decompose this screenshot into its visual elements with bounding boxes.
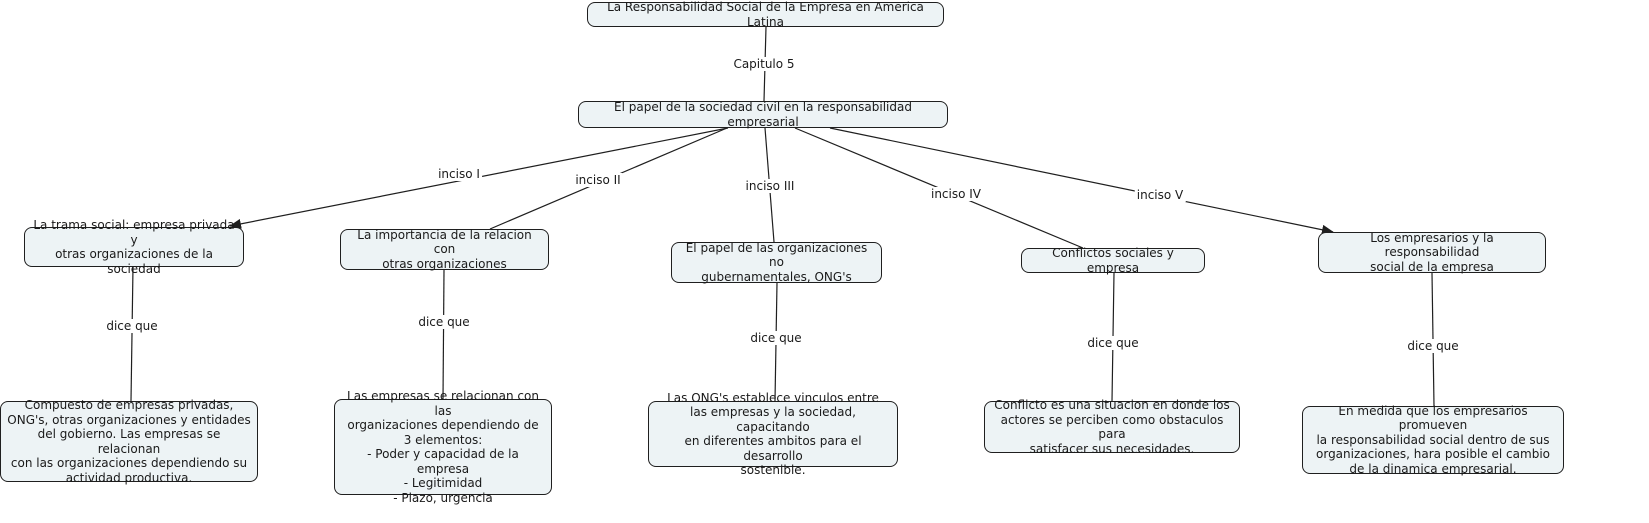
section-node-4[interactable]: Conflictos sociales y empresa xyxy=(1021,246,1205,275)
chapter-node[interactable]: El papel de la sociedad civil en la resp… xyxy=(578,100,948,129)
link-label-inciso-2: inciso II xyxy=(573,173,623,187)
detail-node-1[interactable]: Compuesto de empresas privadas, ONG's, o… xyxy=(0,398,258,485)
link-label-inciso-1: inciso I xyxy=(436,167,482,181)
root-node[interactable]: La Responsabilidad Social de la Empresa … xyxy=(587,0,944,29)
section-node-5[interactable]: Los empresarios y la responsabilidad soc… xyxy=(1318,231,1546,274)
detail-node-4[interactable]: Conflicto es una situacion en donde los … xyxy=(984,398,1240,456)
link-section-2-detail xyxy=(442,269,445,400)
detail-node-3[interactable]: Las ONG's establece vinculos entre las e… xyxy=(648,391,898,477)
link-label-inciso-5: inciso V xyxy=(1134,188,1186,202)
link-label-dice-que-2: dice que xyxy=(416,315,472,329)
link-label-inciso-4: inciso IV xyxy=(928,187,984,201)
section-node-3[interactable]: El papel de las organizaciones no gubern… xyxy=(671,241,882,284)
link-label-capitulo: Capitulo 5 xyxy=(731,57,797,71)
section-node-1[interactable]: La trama social: empresa privada y otras… xyxy=(24,218,244,276)
link-label-dice-que-1: dice que xyxy=(104,319,160,333)
detail-node-5[interactable]: En medida que los empresarios promueven … xyxy=(1302,404,1564,476)
link-label-dice-que-3: dice que xyxy=(748,331,804,345)
link-label-dice-que-4: dice que xyxy=(1085,336,1141,350)
link-label-inciso-3: inciso III xyxy=(743,179,797,193)
detail-node-2[interactable]: Las empresas se relacionan con las organ… xyxy=(334,389,552,505)
link-section-1-detail xyxy=(130,266,134,402)
link-chapter-section-5 xyxy=(829,127,1334,235)
link-label-dice-que-5: dice que xyxy=(1405,339,1461,353)
section-node-2[interactable]: La importancia de la relacion con otras … xyxy=(340,228,549,271)
